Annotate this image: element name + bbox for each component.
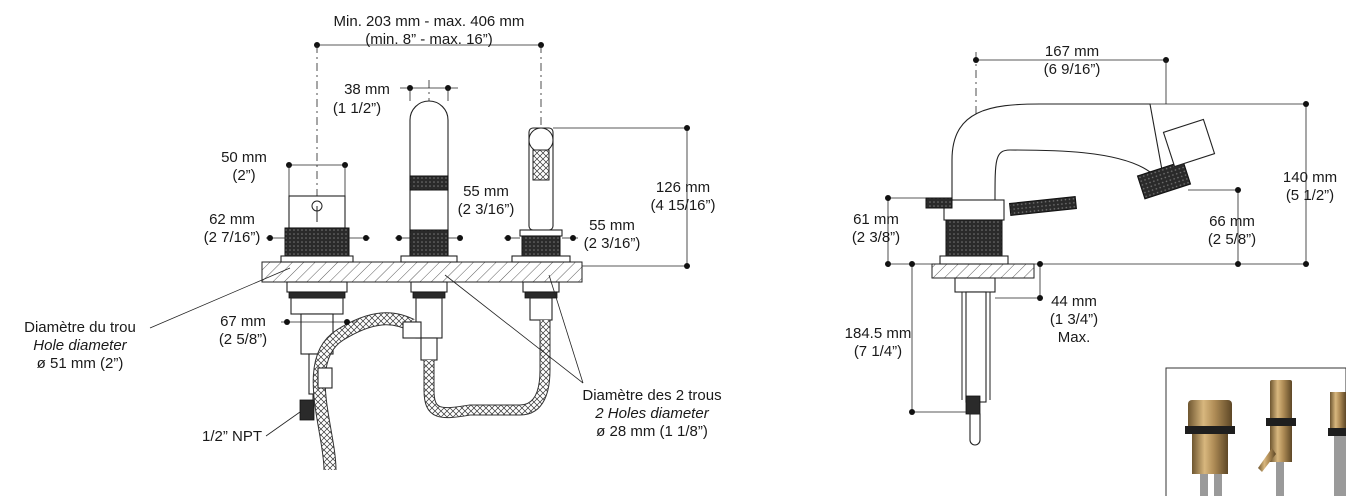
deck-thickness-label-imperial: (1 3/4”): [1050, 311, 1098, 328]
sprayer-base-label: 55 mm: [589, 217, 635, 234]
spout: [400, 100, 458, 361]
under-deck-label-imperial: (7 1/4”): [854, 343, 902, 360]
holes-diameter-value: ø 28 mm (1 1/8”): [596, 423, 708, 440]
handle-valve: [280, 195, 354, 421]
side-view: 167 mm (6 9/16”) 140 mm (5 1/2”) 61 mm (…: [845, 43, 1337, 446]
reach-label: 167 mm: [1045, 43, 1099, 60]
sprayer-base-label-imperial: (2 3/16”): [584, 235, 641, 252]
spread-label: Min. 203 mm - max. 406 mm: [334, 13, 525, 30]
valve-body-label-imperial: (2 5/8”): [219, 331, 267, 348]
hole-diameter-en: Hole diameter: [33, 337, 127, 354]
spray-height-label: 66 mm: [1209, 213, 1255, 230]
deck-thickness-note: Max.: [1058, 329, 1091, 346]
handle-base-label-imperial: (2 7/16”): [204, 229, 261, 246]
valve-body-photo: [1185, 400, 1235, 496]
spout-base-label: 55 mm: [463, 183, 509, 200]
under-deck-label: 184.5 mm: [845, 325, 912, 342]
holes-diameter-en: 2 Holes diameter: [594, 405, 709, 422]
spout-knurl-band: [409, 175, 449, 191]
spout-diameter-label-imperial: (1 1/2”): [333, 100, 381, 117]
height-label: 140 mm: [1283, 169, 1337, 186]
knurled-handle-base: [284, 227, 350, 257]
spray-height-label-imperial: (2 5/8”): [1208, 231, 1256, 248]
spout-base-label-imperial: (2 3/16”): [458, 201, 515, 218]
hole-diameter-fr: Diamètre du trou: [24, 319, 136, 336]
sprayer-valve-photo: [1328, 392, 1346, 496]
handle-top-label-imperial: (2”): [232, 167, 255, 184]
handle-height-label-imperial: (2 3/8”): [852, 229, 900, 246]
spread-label-imperial: (min. 8” - max. 16”): [365, 31, 493, 48]
spout-diameter-label: 38 mm: [344, 81, 390, 98]
handle-height-label: 61 mm: [853, 211, 899, 228]
hole-diameter-value: ø 51 mm (2”): [37, 355, 124, 372]
npt-label: 1/2” NPT: [202, 428, 262, 445]
valve-body-label: 67 mm: [220, 313, 266, 330]
deck-section: [261, 261, 583, 283]
spout-valve-photo: [1258, 380, 1296, 496]
handle-base-label: 62 mm: [209, 211, 255, 228]
hand-sprayer: [511, 127, 571, 321]
holes-diameter-fr: Diamètre des 2 trous: [582, 387, 721, 404]
deck-thickness-label: 44 mm: [1051, 293, 1097, 310]
front-view: Min. 203 mm - max. 406 mm (min. 8” - max…: [24, 13, 722, 471]
handle-top-label: 50 mm: [221, 149, 267, 166]
side-deck-section: [931, 263, 1035, 279]
spray-hose: [423, 320, 551, 419]
side-spout: [951, 103, 1163, 201]
sprayer-height-label: 126 mm: [656, 179, 710, 196]
sprayer-height-label-imperial: (4 15/16”): [650, 197, 715, 214]
valve-photo-inset: [1165, 367, 1346, 496]
reach-label-imperial: (6 9/16”): [1044, 61, 1101, 78]
height-label-imperial: (5 1/2”): [1286, 187, 1334, 204]
